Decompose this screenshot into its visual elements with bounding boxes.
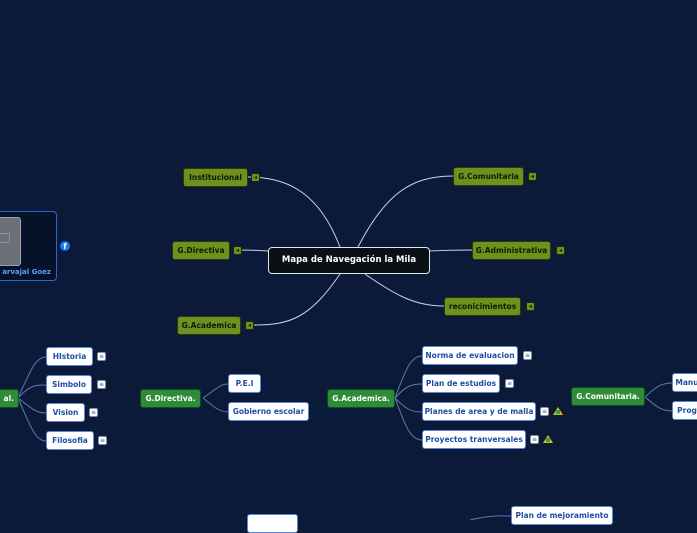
link-root-institucional [247, 176, 341, 248]
branch-academica[interactable]: G.Academica [177, 316, 241, 335]
link-root-comunitaria [357, 175, 454, 248]
collapse-toggle-icon[interactable]: ◂ [556, 246, 565, 255]
subitem-plan-estudios[interactable]: Plan de estudios [422, 374, 500, 393]
subitem-vision[interactable]: Vision [46, 403, 85, 422]
subitem-filosofia[interactable]: Filosofia [46, 431, 94, 450]
subitem-manu[interactable]: Manu [672, 373, 697, 392]
subitem-plan-mejoramiento[interactable]: Plan de mejoramiento [511, 506, 613, 525]
note-icon[interactable]: ≡ [97, 380, 106, 389]
note-icon[interactable]: ≡ [523, 351, 532, 360]
camera-icon [0, 233, 10, 243]
note-icon[interactable]: ≡ [540, 407, 549, 416]
section-academica-title[interactable]: G.Academica. [327, 389, 395, 408]
profile-card[interactable]: arvajal Goez [0, 211, 57, 281]
collapse-toggle-icon[interactable]: ◂ [528, 172, 537, 181]
link-root-academica [253, 273, 341, 326]
bottom-node-partial[interactable] [247, 514, 298, 533]
google-drive-icon[interactable] [553, 407, 563, 415]
branch-comunitaria[interactable]: G.Comunitaria [453, 167, 524, 186]
link-root-reconocimientos [364, 273, 445, 307]
subitem-simbolo[interactable]: Simbolo [46, 375, 92, 394]
collapse-toggle-icon[interactable]: ◂ [245, 321, 254, 330]
subitem-prog[interactable]: Prog [672, 401, 697, 420]
profile-name: arvajal Goez [2, 268, 51, 276]
google-drive-icon[interactable] [543, 435, 553, 443]
profile-photo [0, 217, 21, 266]
collapse-toggle-icon[interactable]: ◂ [233, 246, 242, 255]
subitem-planes-area-malla[interactable]: Planes de area y de malla [422, 402, 536, 421]
subitem-gobierno-escolar[interactable]: Gobierno escolar [228, 402, 309, 421]
branch-institucional[interactable]: Institucional [183, 168, 248, 187]
note-icon[interactable]: ≡ [97, 352, 106, 361]
note-icon[interactable]: ≡ [89, 408, 98, 417]
section-directiva-title[interactable]: G.Directiva. [140, 389, 201, 408]
facebook-icon[interactable]: f [60, 241, 70, 251]
collapse-toggle-icon[interactable]: ◂ [526, 302, 535, 311]
note-icon[interactable]: ≡ [98, 436, 107, 445]
link-root-directiva [239, 249, 269, 252]
subitem-norma-evaluacion[interactable]: Norma de evaluacion [422, 346, 518, 365]
subitem-pei[interactable]: P.E.I [228, 374, 261, 393]
subitem-proyectos-tranversales[interactable]: Proyectos tranversales [422, 430, 526, 449]
collapse-toggle-icon[interactable]: ◂ [251, 173, 260, 182]
note-icon[interactable]: ≡ [505, 379, 514, 388]
subitem-historia[interactable]: HIstoria [46, 347, 93, 366]
root-node[interactable]: Mapa de Navegación la Mila [268, 247, 430, 274]
branch-reconocimientos[interactable]: reconicimientos [444, 297, 521, 316]
note-icon[interactable]: ≡ [530, 435, 539, 444]
link-root-administrativa [429, 249, 473, 252]
branch-directiva[interactable]: G.Directiva [172, 241, 230, 260]
section-comunitaria-title[interactable]: G.Comunitaria. [571, 387, 645, 406]
connector-lines [17, 175, 673, 520]
branch-administrativa[interactable]: G.Administrativa [472, 241, 551, 260]
section-left-title[interactable]: al. [0, 389, 19, 408]
